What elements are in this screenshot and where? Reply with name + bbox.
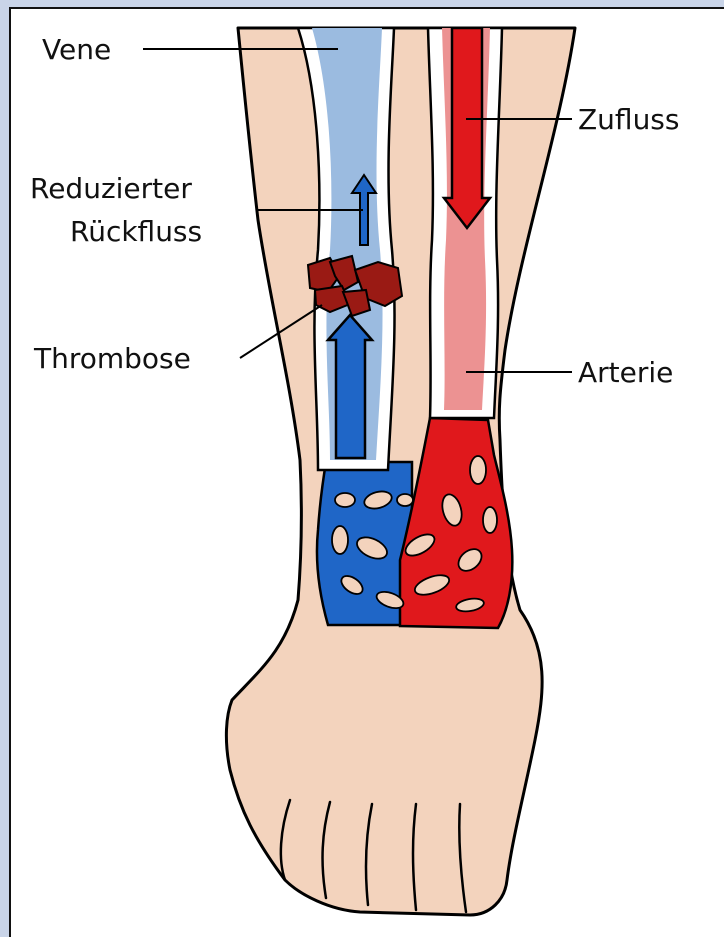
label-reduced-return-line1: Reduzierter (30, 172, 192, 205)
lattice-gap (335, 493, 355, 507)
label-vein: Vene (42, 33, 111, 66)
lattice-gap (483, 507, 497, 533)
label-inflow: Zufluss (578, 103, 680, 136)
lattice-gap (332, 526, 348, 554)
label-artery: Arterie (578, 356, 673, 389)
lattice-gap (470, 456, 486, 484)
label-thrombosis: Thrombose (33, 342, 191, 375)
label-reduced-return-line2: Rückfluss (70, 215, 202, 248)
lattice-gap (397, 494, 413, 506)
flow-arrow-down (444, 28, 490, 228)
